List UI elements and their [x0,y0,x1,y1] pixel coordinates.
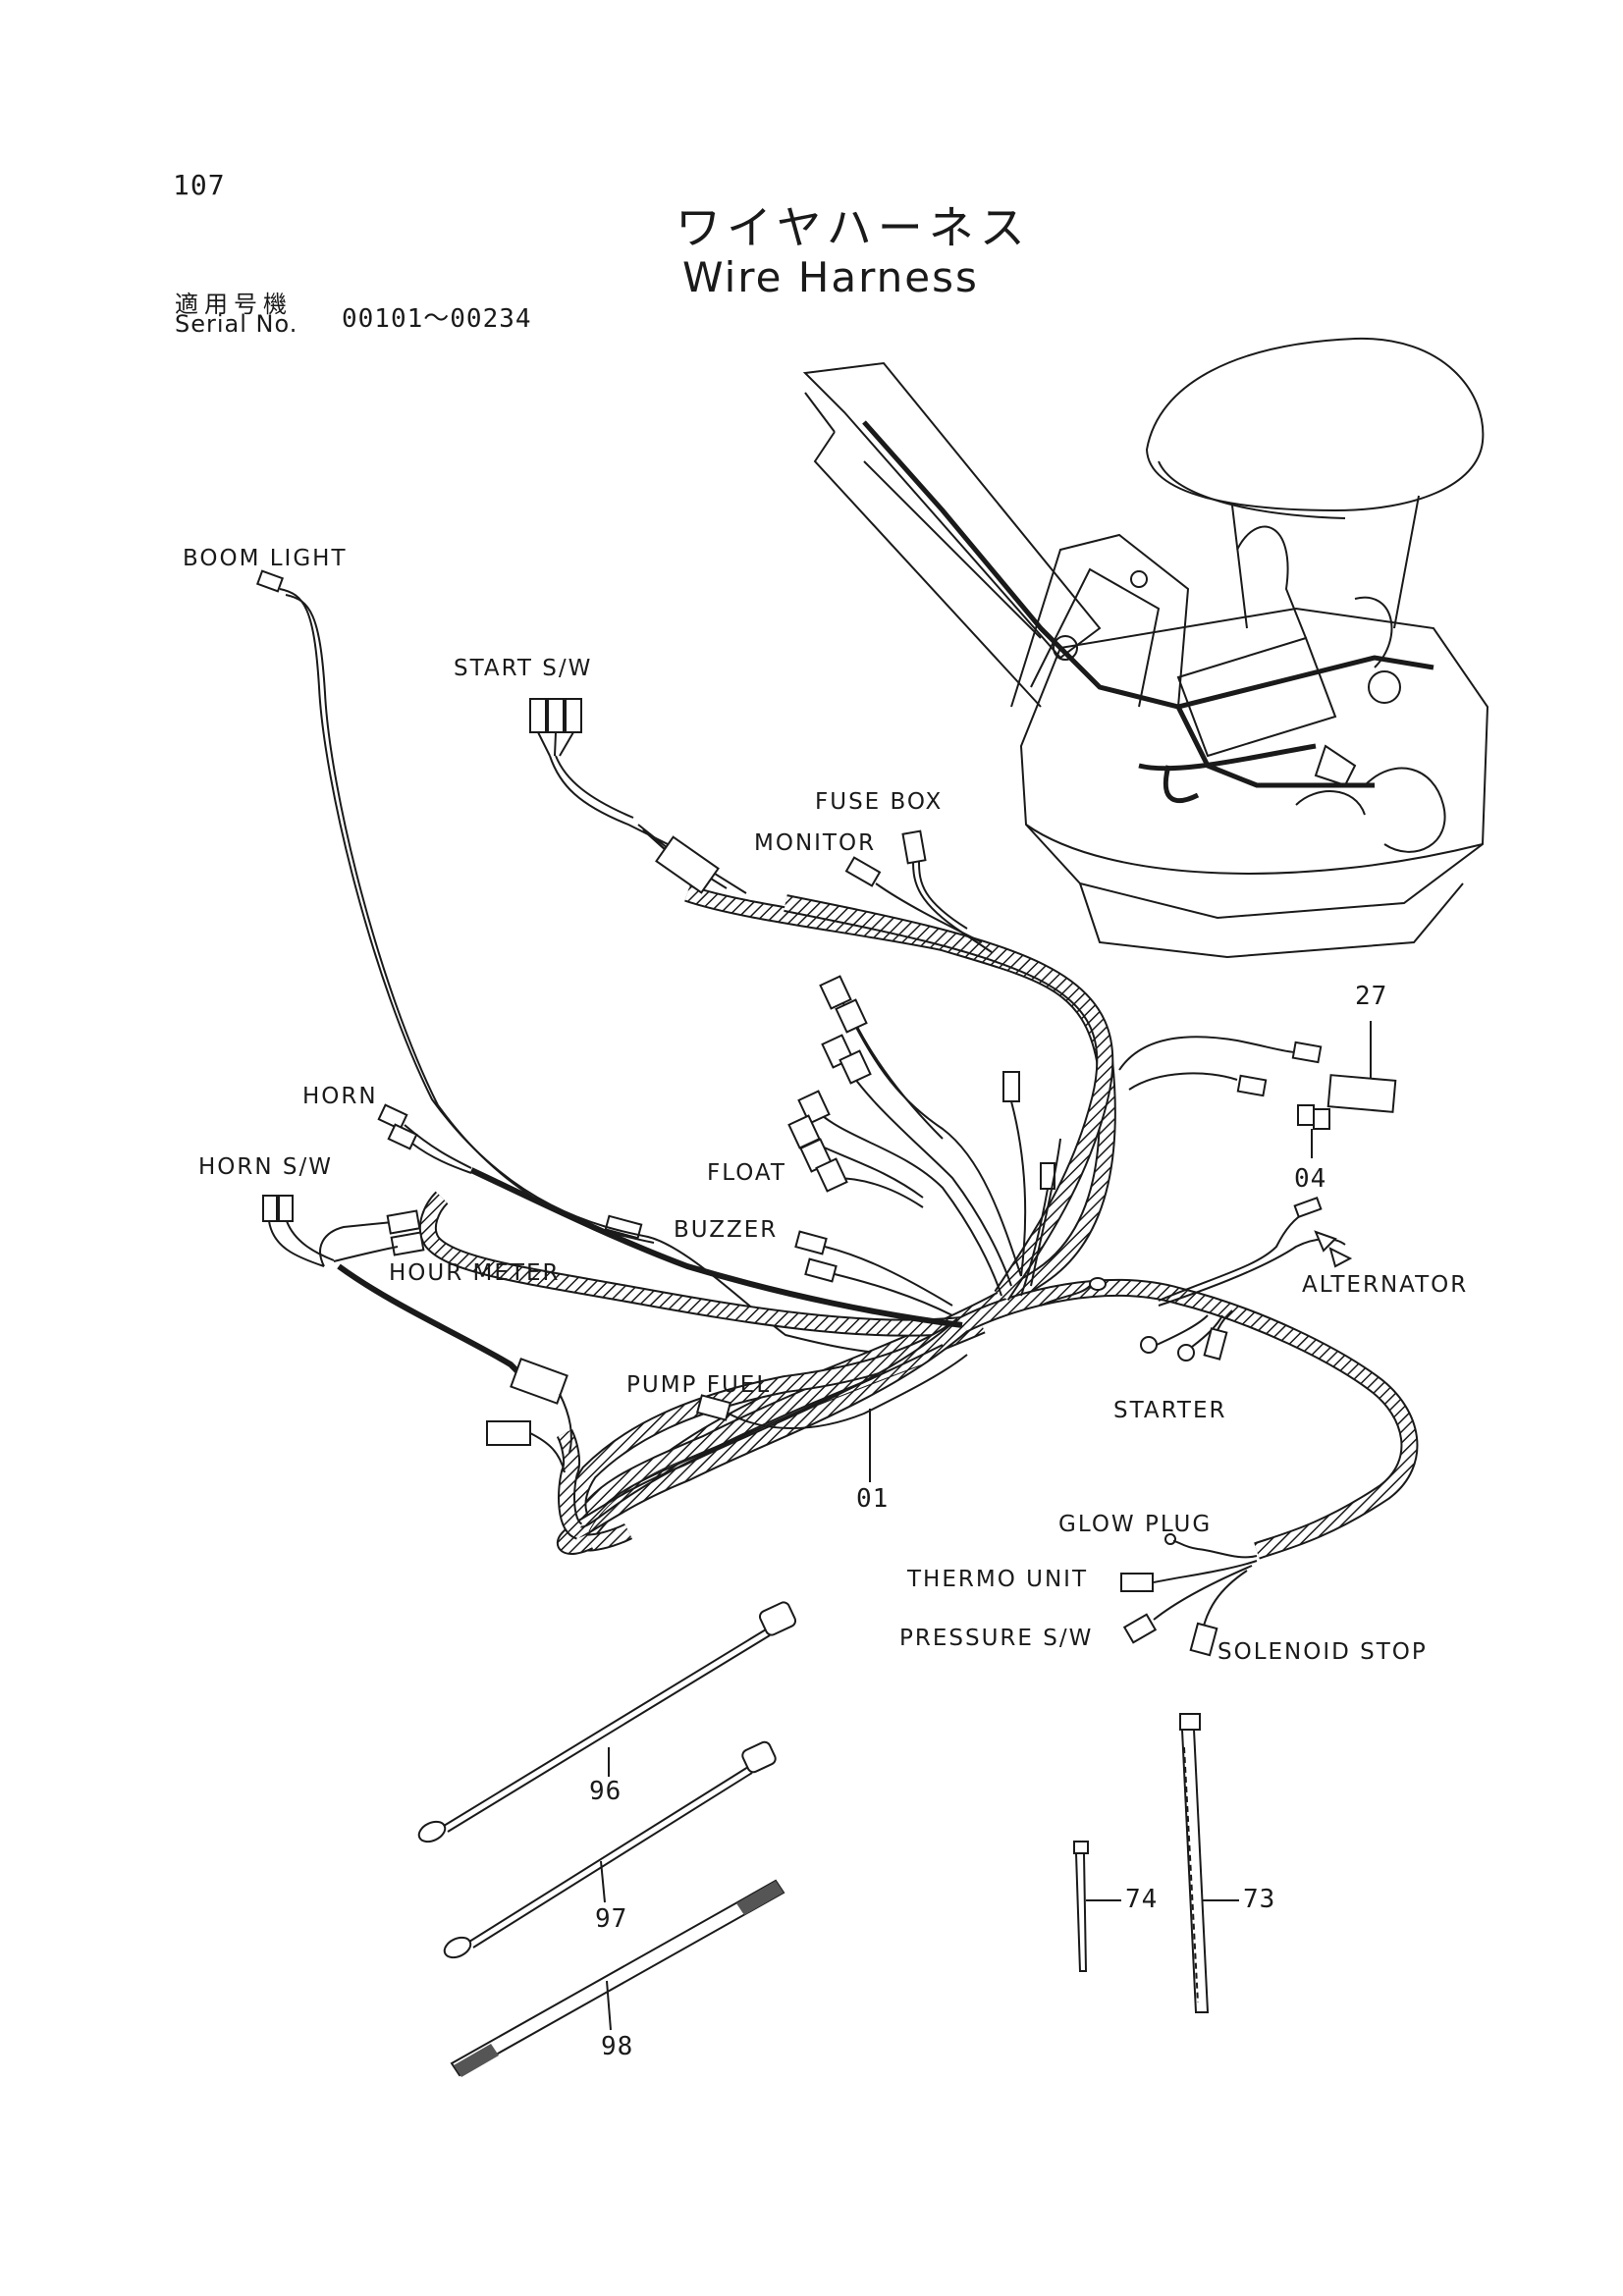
label-glow-plug: GLOW PLUG [1058,1512,1213,1537]
label-starter: STARTER [1113,1398,1227,1423]
ground-cable-97 [442,1740,778,1961]
start-switch-branch [530,699,746,893]
excavator-harness-route [864,422,1434,801]
cable-tie-73 [1180,1714,1208,2012]
harness-upper-trunk [785,903,1105,1296]
connector-27-04-leads [1119,1021,1395,1158]
leader-lines [601,1409,1239,2030]
engine-sensor-leads [1121,1534,1257,1655]
page-number: 107 [173,169,226,201]
label-monitor: MONITOR [754,830,877,856]
label-horn: HORN [302,1084,378,1109]
serial-label-japanese: 適用号機 [175,291,293,318]
label-pressure-switch: PRESSURE S/W [899,1626,1094,1651]
part-number-97: 97 [595,1904,628,1934]
label-boom-light: BOOM LIGHT [183,546,348,571]
float-connectors [789,977,1106,1306]
part-number-96: 96 [589,1777,622,1806]
title-english: Wire Harness [682,253,979,301]
starter-leads [1141,1310,1232,1361]
part-number-98: 98 [601,2032,634,2061]
title-japanese: ワイヤハーネス [676,201,1031,254]
pump-fuel-lead [697,1355,967,1428]
label-fuse-box: FUSE BOX [815,789,944,815]
ground-cable-96 [416,1600,797,1845]
harness-loop-hour-meter [565,1335,967,1531]
label-hour-meter: HOUR METER [389,1260,561,1286]
ground-strap-98 [452,1881,784,2077]
alternator-leads [1159,1198,1350,1306]
excavator-illustration [805,339,1488,957]
horn-leads [263,1105,962,1472]
label-buzzer: BUZZER [674,1217,779,1243]
label-solenoid-stop: SOLENOID STOP [1217,1639,1428,1665]
part-number-73: 73 [1243,1885,1276,1914]
label-horn-switch: HORN S/W [198,1154,333,1180]
serial-number-range: 00101～00234 [342,304,532,334]
part-number-27: 27 [1355,982,1388,1011]
label-float: FLOAT [707,1160,786,1186]
serial-label-english: Serial No. [175,310,298,338]
part-number-74: 74 [1125,1885,1159,1914]
label-alternator: ALTERNATOR [1302,1272,1469,1298]
label-start-switch: START S/W [454,656,593,681]
buzzer-lead [795,1232,952,1315]
label-pump-fuel: PUMP FUEL [626,1372,772,1398]
fuse-box-monitor-leads [846,831,992,952]
part-number-04: 04 [1294,1164,1327,1194]
cable-tie-74 [1074,1842,1088,1971]
part-number-01: 01 [856,1484,890,1514]
label-thermo-unit: THERMO UNIT [907,1567,1088,1592]
